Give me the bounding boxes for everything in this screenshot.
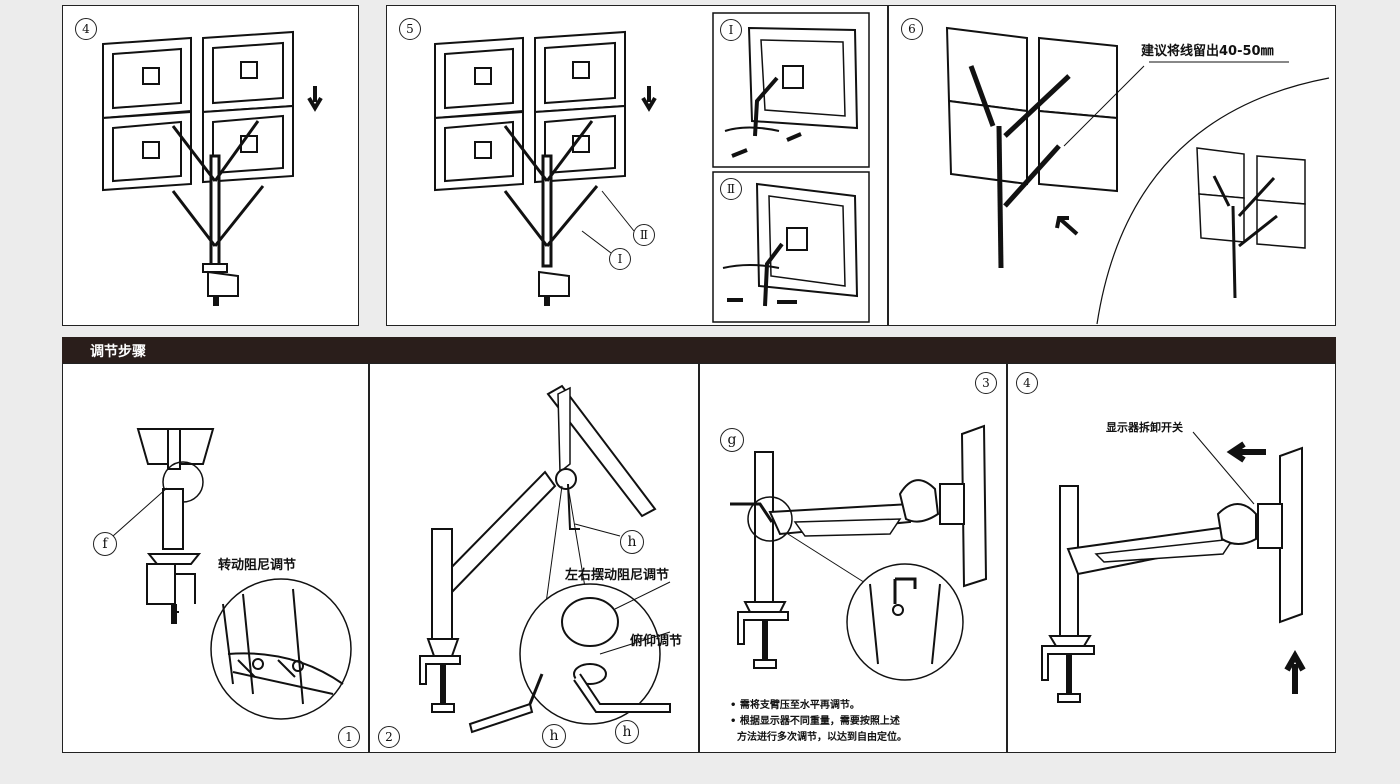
step-number-badge: 2 xyxy=(378,726,400,748)
step-4-panel: 4 xyxy=(62,5,359,326)
spring-tension-illustration xyxy=(730,424,988,681)
quad-monitor-arm-illustration xyxy=(434,12,870,323)
callout-I-badge: Ⅰ xyxy=(609,248,631,270)
monitor-release-switch-label: 显示器拆卸开关 xyxy=(1106,421,1183,434)
step-number-badge: 3 xyxy=(975,372,997,394)
section-title: 调节步骤 xyxy=(90,344,146,360)
part-h-badge: h xyxy=(620,530,644,554)
part-h-badge: h xyxy=(542,724,566,748)
step-6-panel: 6 建议将线留出40-50㎜ xyxy=(888,5,1336,326)
note-line: 方法进行多次调节，以达到自由定位。 xyxy=(730,732,907,743)
sub-step-I-badge: Ⅰ xyxy=(720,19,742,41)
step-5-panel: 5 Ⅰ Ⅱ Ⅰ Ⅱ xyxy=(386,5,888,326)
step-number-badge: 5 xyxy=(399,18,421,40)
adjust-step-4-panel: 4 显示器拆卸开关 xyxy=(1007,363,1336,753)
part-h-badge: h xyxy=(615,720,639,744)
adjust-step-2-panel: h h h 左右摆动阻尼调节 俯仰调节 2 xyxy=(369,363,699,753)
cable-length-note: 建议将线留出40-50㎜ xyxy=(1141,44,1274,59)
rotation-damping-label: 转动阻尼调节 xyxy=(218,558,297,573)
note-line: • 需将支臂压至水平再调节。 xyxy=(730,700,860,711)
adjust-step-3-panel: 3 g • 需将支臂压至水平再调节。 • 根据显示器不同重量，需要按照上述 方法… xyxy=(699,363,1007,753)
tilt-adjust-label: 俯仰调节 xyxy=(630,634,683,649)
adjustment-notes: • 需将支臂压至水平再调节。 • 根据显示器不同重量，需要按照上述 方法进行多次… xyxy=(730,698,907,746)
step-number-badge: 4 xyxy=(75,18,97,40)
quad-monitor-illustration xyxy=(102,30,323,306)
monitor-release-illustration xyxy=(1041,431,1306,703)
step-number-badge: 6 xyxy=(901,18,923,40)
adjust-step-1-panel: f 转动阻尼调节 1 xyxy=(62,363,369,753)
step-number-badge: 4 xyxy=(1016,372,1038,394)
sub-step-II-badge: Ⅱ xyxy=(720,178,742,200)
cable-management-illustration xyxy=(945,26,1330,325)
swing-tilt-damping-illustration xyxy=(419,384,671,734)
swing-damping-label: 左右摆动阻尼调节 xyxy=(565,568,670,583)
part-g-badge: g xyxy=(720,428,744,452)
part-f-badge: f xyxy=(93,532,117,556)
section-header-bar: 调节步骤 xyxy=(62,337,1336,363)
step-number-badge: 1 xyxy=(338,726,360,748)
note-line: • 根据显示器不同重量，需要按照上述 xyxy=(730,716,900,727)
rotation-damping-illustration xyxy=(112,428,352,720)
callout-II-badge: Ⅱ xyxy=(633,224,655,246)
